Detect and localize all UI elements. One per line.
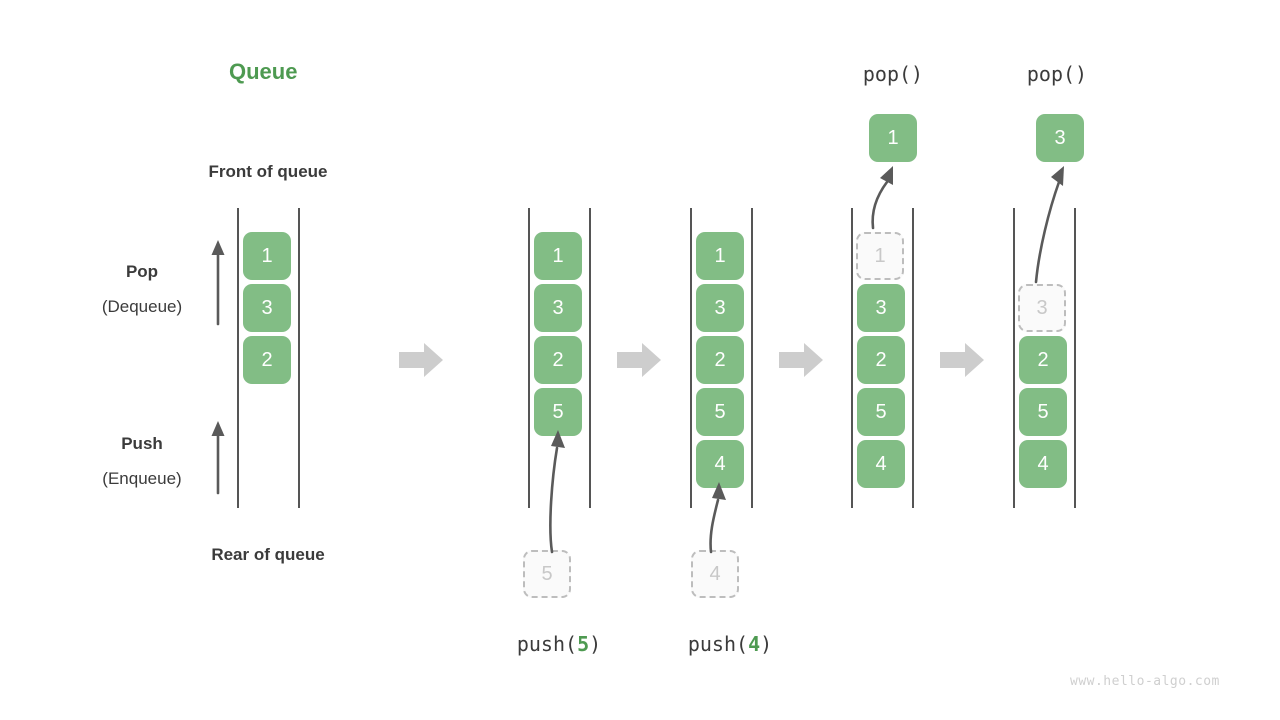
pop-caption-1: pop() (862, 62, 924, 86)
queue-rail-right-stage2 (589, 208, 591, 508)
push-flow-arrow-icon (700, 482, 736, 554)
push-5-prefix: push( (516, 632, 578, 656)
page-title: Queue (229, 59, 298, 84)
site-watermark: www.hello-algo.com (1070, 674, 1220, 689)
queue-cell: 5 (857, 388, 905, 436)
vacated-ghost-cell: 1 (856, 232, 904, 280)
queue-rail-left-stage4 (851, 208, 853, 508)
queue-cell: 4 (1019, 440, 1067, 488)
queue-rail-left-stage2 (528, 208, 530, 508)
queue-cell: 3 (696, 284, 744, 332)
front-of-queue-label: Front of queue (208, 162, 328, 181)
pop-flow-arrow-icon (866, 166, 906, 230)
popped-cell: 1 (869, 114, 917, 162)
queue-cell: 2 (696, 336, 744, 384)
push-4-arg: 4 (748, 632, 761, 656)
queue-cell: 1 (534, 232, 582, 280)
queue-cell: 2 (857, 336, 905, 384)
push-4-prefix: push( (687, 632, 749, 656)
queue-rail-right-stage5 (1074, 208, 1076, 508)
pop-sublabel: (Dequeue) (101, 297, 183, 316)
step-transition-arrow-icon (399, 343, 443, 377)
queue-rail-left-stage5 (1013, 208, 1015, 508)
pop-direction-arrow-icon (210, 240, 226, 326)
queue-rail-right-stage1 (298, 208, 300, 508)
queue-cell: 4 (696, 440, 744, 488)
queue-cell: 5 (534, 388, 582, 436)
push-flow-arrow-icon (535, 430, 579, 554)
queue-cell: 1 (696, 232, 744, 280)
queue-rail-right-stage3 (751, 208, 753, 508)
queue-cell: 2 (534, 336, 582, 384)
pop-flow-arrow-icon (1029, 166, 1075, 284)
step-transition-arrow-icon (779, 343, 823, 377)
queue-cell: 1 (243, 232, 291, 280)
queue-cell: 2 (243, 336, 291, 384)
queue-cell: 3 (534, 284, 582, 332)
step-transition-arrow-icon (940, 343, 984, 377)
push-sublabel: (Enqueue) (102, 469, 182, 488)
push-4-caption: push(4) (630, 632, 830, 656)
push-5-arg: 5 (577, 632, 590, 656)
push-5-suffix: ) (589, 632, 602, 656)
queue-rail-right-stage4 (912, 208, 914, 508)
queue-cell: 3 (243, 284, 291, 332)
queue-cell: 4 (857, 440, 905, 488)
rear-of-queue-label: Rear of queue (211, 545, 325, 564)
queue-rail-left-stage3 (690, 208, 692, 508)
push-direction-arrow-icon (210, 421, 226, 495)
push-label: Push (121, 434, 163, 453)
vacated-ghost-cell: 3 (1018, 284, 1066, 332)
step-transition-arrow-icon (617, 343, 661, 377)
queue-cell: 5 (1019, 388, 1067, 436)
pop-label: Pop (125, 262, 159, 281)
push-5-caption: push(5) (459, 632, 659, 656)
queue-cell: 5 (696, 388, 744, 436)
incoming-ghost-cell: 4 (691, 550, 739, 598)
queue-cell: 3 (857, 284, 905, 332)
pop-caption-2: pop() (1026, 62, 1088, 86)
queue-rail-left-stage1 (237, 208, 239, 508)
queue-cell: 2 (1019, 336, 1067, 384)
popped-cell: 3 (1036, 114, 1084, 162)
push-4-suffix: ) (760, 632, 773, 656)
incoming-ghost-cell: 5 (523, 550, 571, 598)
